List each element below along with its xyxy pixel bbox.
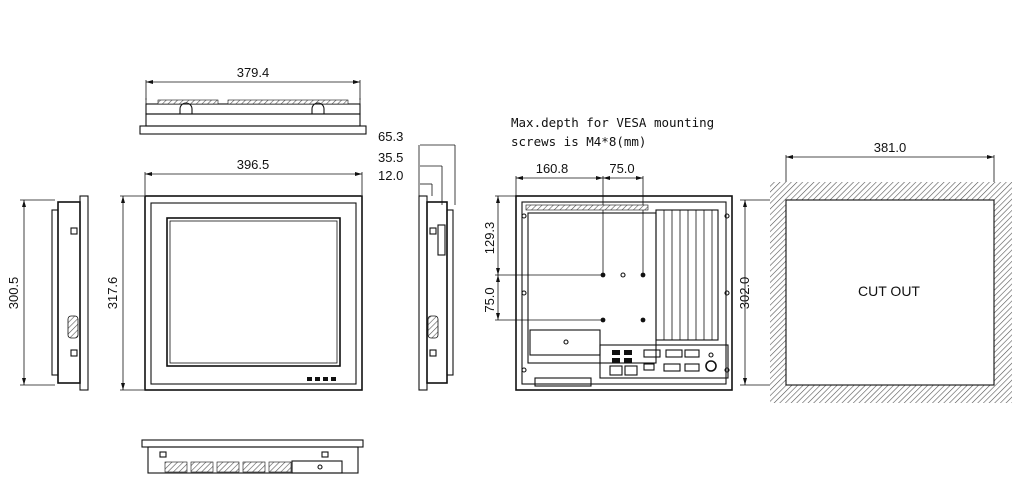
bottom-vent-5 bbox=[268, 461, 292, 473]
cutout-label: CUT OUT bbox=[858, 283, 920, 299]
front-screen bbox=[166, 217, 341, 367]
vesa-note-line2: screws is M4*8(mm) bbox=[511, 134, 646, 149]
dim-front-width: 396.5 bbox=[237, 157, 270, 172]
dim-top-width: 379.4 bbox=[237, 65, 270, 80]
rear-view: Max.depth for VESA mounting screws is M4… bbox=[482, 115, 733, 391]
bottom-vent-4 bbox=[242, 461, 266, 473]
left-side-view: 300.5 bbox=[6, 195, 89, 391]
bottom-vent-2 bbox=[190, 461, 214, 473]
vesa-holes bbox=[563, 272, 646, 345]
right-side-view: 65.3 35.5 12.0 bbox=[378, 129, 456, 391]
dim-rear-vertical: 129.3 bbox=[482, 222, 497, 255]
dim-cutout-height: 302.0 bbox=[737, 277, 752, 310]
side-vent-right bbox=[427, 315, 439, 339]
dim-vesa-vertical: 75.0 bbox=[482, 287, 497, 312]
bottom-vent-1 bbox=[164, 461, 188, 473]
dim-depth-total: 65.3 bbox=[378, 129, 403, 144]
top-vent-right bbox=[227, 99, 349, 105]
dim-vesa-horizontal: 75.0 bbox=[609, 161, 634, 176]
dim-rear-horizontal: 160.8 bbox=[536, 161, 569, 176]
heatsink bbox=[655, 209, 719, 341]
side-vent-left bbox=[67, 315, 79, 339]
rear-top-vent bbox=[525, 204, 649, 211]
vesa-note-line1: Max.depth for VESA mounting bbox=[511, 115, 714, 130]
io-panel bbox=[599, 344, 729, 379]
dim-front-height: 317.6 bbox=[105, 277, 120, 310]
cutout-view: 381.0 302.0 CUT OUT bbox=[737, 140, 1012, 403]
bottom-view bbox=[141, 439, 364, 474]
rear-label-area bbox=[529, 329, 601, 356]
bottom-vent-3 bbox=[216, 461, 240, 473]
top-vent-left bbox=[157, 99, 219, 105]
dim-cutout-width: 381.0 bbox=[874, 140, 907, 155]
dim-depth-front: 12.0 bbox=[378, 168, 403, 183]
dim-side-height: 300.5 bbox=[6, 277, 21, 310]
top-view: 379.4 bbox=[139, 65, 367, 135]
mount-holes bbox=[521, 213, 730, 373]
front-bezel bbox=[144, 195, 363, 391]
front-buttons bbox=[307, 377, 336, 381]
front-view: 396.5 317.6 bbox=[105, 157, 363, 391]
dim-depth-mid: 35.5 bbox=[378, 150, 403, 165]
